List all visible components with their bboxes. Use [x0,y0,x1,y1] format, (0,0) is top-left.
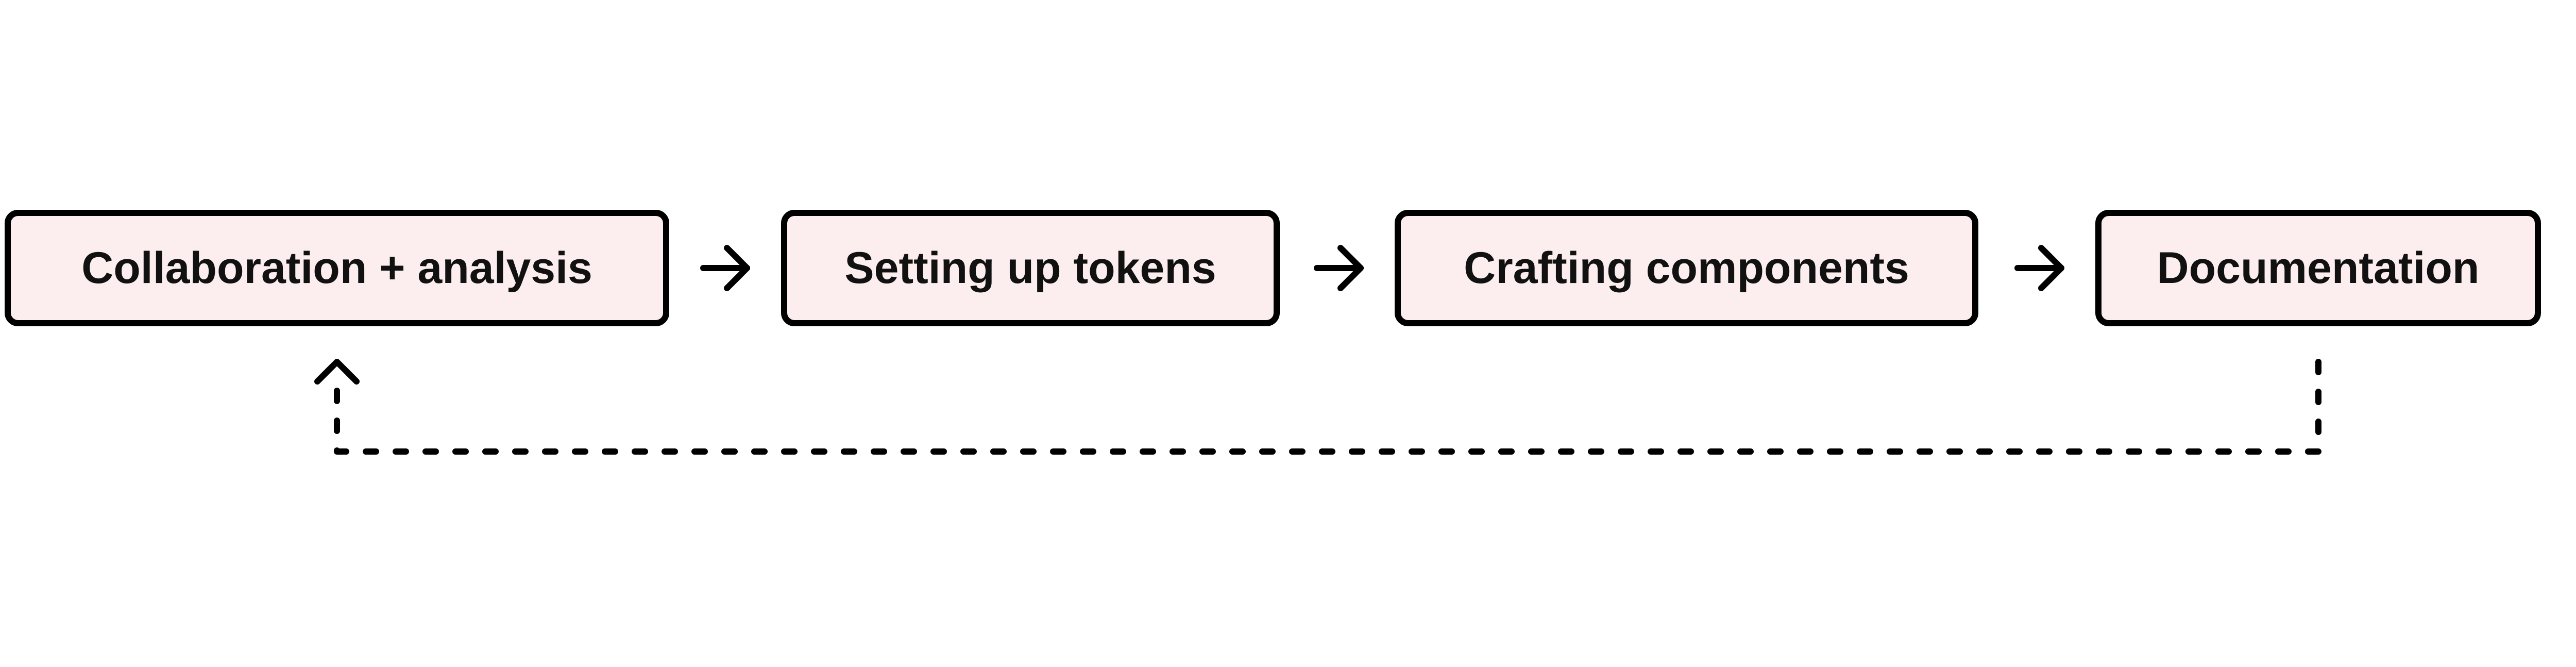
step-documentation: Documentation [2095,210,2541,326]
step-label: Collaboration + analysis [81,243,592,293]
feedback-loop-dashed-arrow [314,359,2321,455]
arrow-up-icon [314,359,360,385]
step-crafting-components: Crafting components [1395,210,1978,326]
step-setting-up-tokens: Setting up tokens [781,210,1280,326]
step-label: Crafting components [1464,243,1909,293]
arrow-right-icon [1314,245,1364,291]
step-collaboration-analysis: Collaboration + analysis [5,210,669,326]
step-label: Documentation [2157,243,2480,293]
arrow-right-icon [2014,245,2064,291]
step-label: Setting up tokens [844,243,1216,293]
arrow-right-icon [700,245,750,291]
